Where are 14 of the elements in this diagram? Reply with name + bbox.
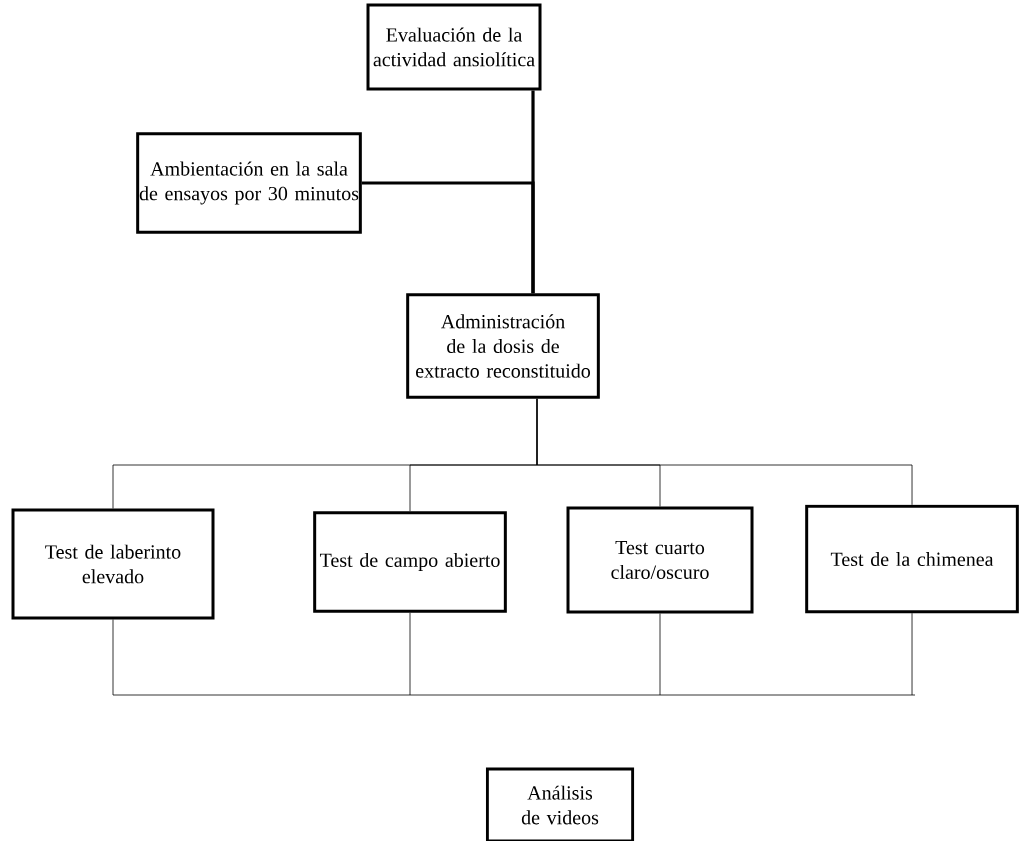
process-box: Test de laberinto elevado xyxy=(11,508,215,620)
connector-line xyxy=(112,619,916,696)
connector-line xyxy=(536,398,913,506)
process-box: Administración de la dosis de extracto reconstituido xyxy=(406,293,600,399)
connector-line xyxy=(911,612,913,696)
process-box: Test de la chimenea xyxy=(805,504,1019,614)
process-box: Análisis de videos xyxy=(485,767,635,841)
connector-line xyxy=(361,181,535,294)
process-box: Test de campo abierto xyxy=(313,511,507,613)
process-box: Ambientación en la sala de ensayos por 30 minutos xyxy=(136,132,362,234)
process-box: Evaluación de la actividad ansiolítica xyxy=(366,3,542,91)
process-box: Test cuarto claro/oscuro xyxy=(566,506,754,614)
connector-line xyxy=(659,613,661,696)
connector-line xyxy=(409,612,411,696)
